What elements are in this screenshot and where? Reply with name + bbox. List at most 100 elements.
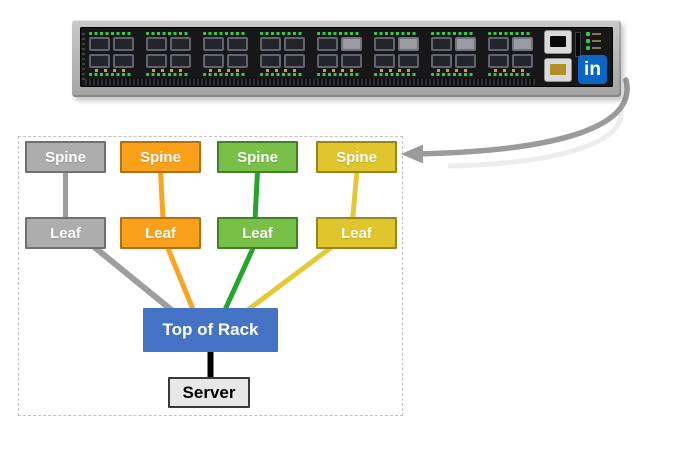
mid-led-strip	[152, 69, 184, 72]
qsfp-port	[397, 37, 419, 51]
qsfp-port	[316, 54, 338, 68]
status-led-3	[586, 46, 601, 50]
leaf-tor-link-orange	[164, 245, 197, 313]
qsfp-port	[259, 54, 281, 68]
leaf-node-yellow: Leaf	[316, 217, 397, 249]
switch-arrow-head	[401, 144, 423, 164]
port-led-strip	[431, 32, 475, 35]
port-led-strip	[317, 73, 361, 76]
qsfp-port	[487, 54, 509, 68]
led-label-blob	[592, 40, 601, 42]
qsfp-port	[397, 54, 419, 68]
qsfp-port	[145, 37, 167, 51]
led-dot-icon	[586, 32, 590, 36]
port-led-strip	[260, 32, 304, 35]
qsfp-port	[487, 37, 509, 51]
port-grid	[144, 37, 192, 68]
mid-led-strip	[209, 69, 241, 72]
mid-led-strip	[266, 69, 298, 72]
spine-node-orange: Spine	[120, 141, 201, 173]
spine-leaf-link-yellow	[350, 170, 360, 221]
status-leds	[586, 32, 601, 53]
port-grid	[258, 37, 306, 68]
port-grid	[486, 37, 534, 68]
qsfp-port	[511, 37, 533, 51]
qsfp-port	[226, 54, 248, 68]
port-group	[315, 30, 363, 76]
port-led-strip	[146, 32, 190, 35]
qsfp-port	[373, 37, 395, 51]
qsfp-port	[88, 54, 110, 68]
port-grid	[201, 37, 249, 68]
port-led-strip	[203, 73, 247, 76]
switch-faceplate: in	[80, 27, 613, 87]
qsfp-port	[454, 54, 476, 68]
port-led-strip	[374, 73, 418, 76]
linkedin-logo: in	[578, 55, 607, 84]
qsfp-port	[430, 37, 452, 51]
port-group	[372, 30, 420, 76]
spine-node-gray: Spine	[25, 141, 106, 173]
switch-arrow-shadow	[447, 107, 624, 169]
mid-led-strip	[323, 69, 355, 72]
port-led-strip	[260, 73, 304, 76]
leaf-tor-link-yellow	[243, 244, 335, 314]
mid-led-strip	[380, 69, 412, 72]
port-grid	[315, 37, 363, 68]
port-grid	[429, 37, 477, 68]
port-led-strip	[89, 73, 133, 76]
qsfp-port	[259, 37, 281, 51]
qsfp-port	[169, 54, 191, 68]
mid-led-strip	[95, 69, 127, 72]
spine-node-yellow: Spine	[316, 141, 397, 173]
port-group	[87, 30, 135, 76]
mgmt-port-bottom	[544, 58, 572, 82]
topology-frame	[18, 136, 403, 416]
leaf-tor-link-green	[221, 244, 257, 314]
port-led-strip	[317, 32, 361, 35]
port-led-strip	[89, 32, 133, 35]
port-group	[486, 30, 534, 76]
qsfp-port	[112, 54, 134, 68]
qsfp-port	[88, 37, 110, 51]
vent-strip	[85, 79, 535, 85]
qsfp-port	[454, 37, 476, 51]
leaf-node-green: Leaf	[217, 217, 298, 249]
left-led-column	[82, 33, 85, 80]
mgmt-port-bottom-jack	[550, 64, 566, 75]
qsfp-port	[340, 37, 362, 51]
mid-led-strip	[437, 69, 469, 72]
qsfp-port	[430, 54, 452, 68]
qsfp-port	[112, 37, 134, 51]
qsfp-port	[316, 37, 338, 51]
port-led-strip	[431, 73, 475, 76]
qsfp-port	[283, 37, 305, 51]
qsfp-port	[226, 37, 248, 51]
port-group	[144, 30, 192, 76]
port-led-strip	[488, 32, 532, 35]
port-groups	[87, 30, 534, 76]
qsfp-port	[169, 37, 191, 51]
spine-leaf-link-green	[252, 170, 260, 221]
spine-leaf-link-orange	[158, 170, 166, 221]
spine-node-green: Spine	[217, 141, 298, 173]
linkedin-logo-text: in	[584, 59, 601, 80]
usb-slot	[575, 32, 581, 57]
led-dot-icon	[586, 39, 590, 43]
led-label-blob	[592, 33, 601, 35]
port-led-strip	[146, 73, 190, 76]
port-led-strip	[203, 32, 247, 35]
led-dot-icon	[586, 46, 590, 50]
qsfp-port	[373, 54, 395, 68]
led-label-blob	[592, 47, 601, 49]
leaf-tor-link-gray	[91, 243, 176, 315]
port-led-strip	[488, 73, 532, 76]
server-node: Server	[168, 377, 250, 408]
qsfp-port	[202, 54, 224, 68]
mgmt-port-top	[544, 30, 572, 54]
port-grid	[87, 37, 135, 68]
switch-arrow-curve	[411, 77, 630, 157]
leaf-node-gray: Leaf	[25, 217, 106, 249]
